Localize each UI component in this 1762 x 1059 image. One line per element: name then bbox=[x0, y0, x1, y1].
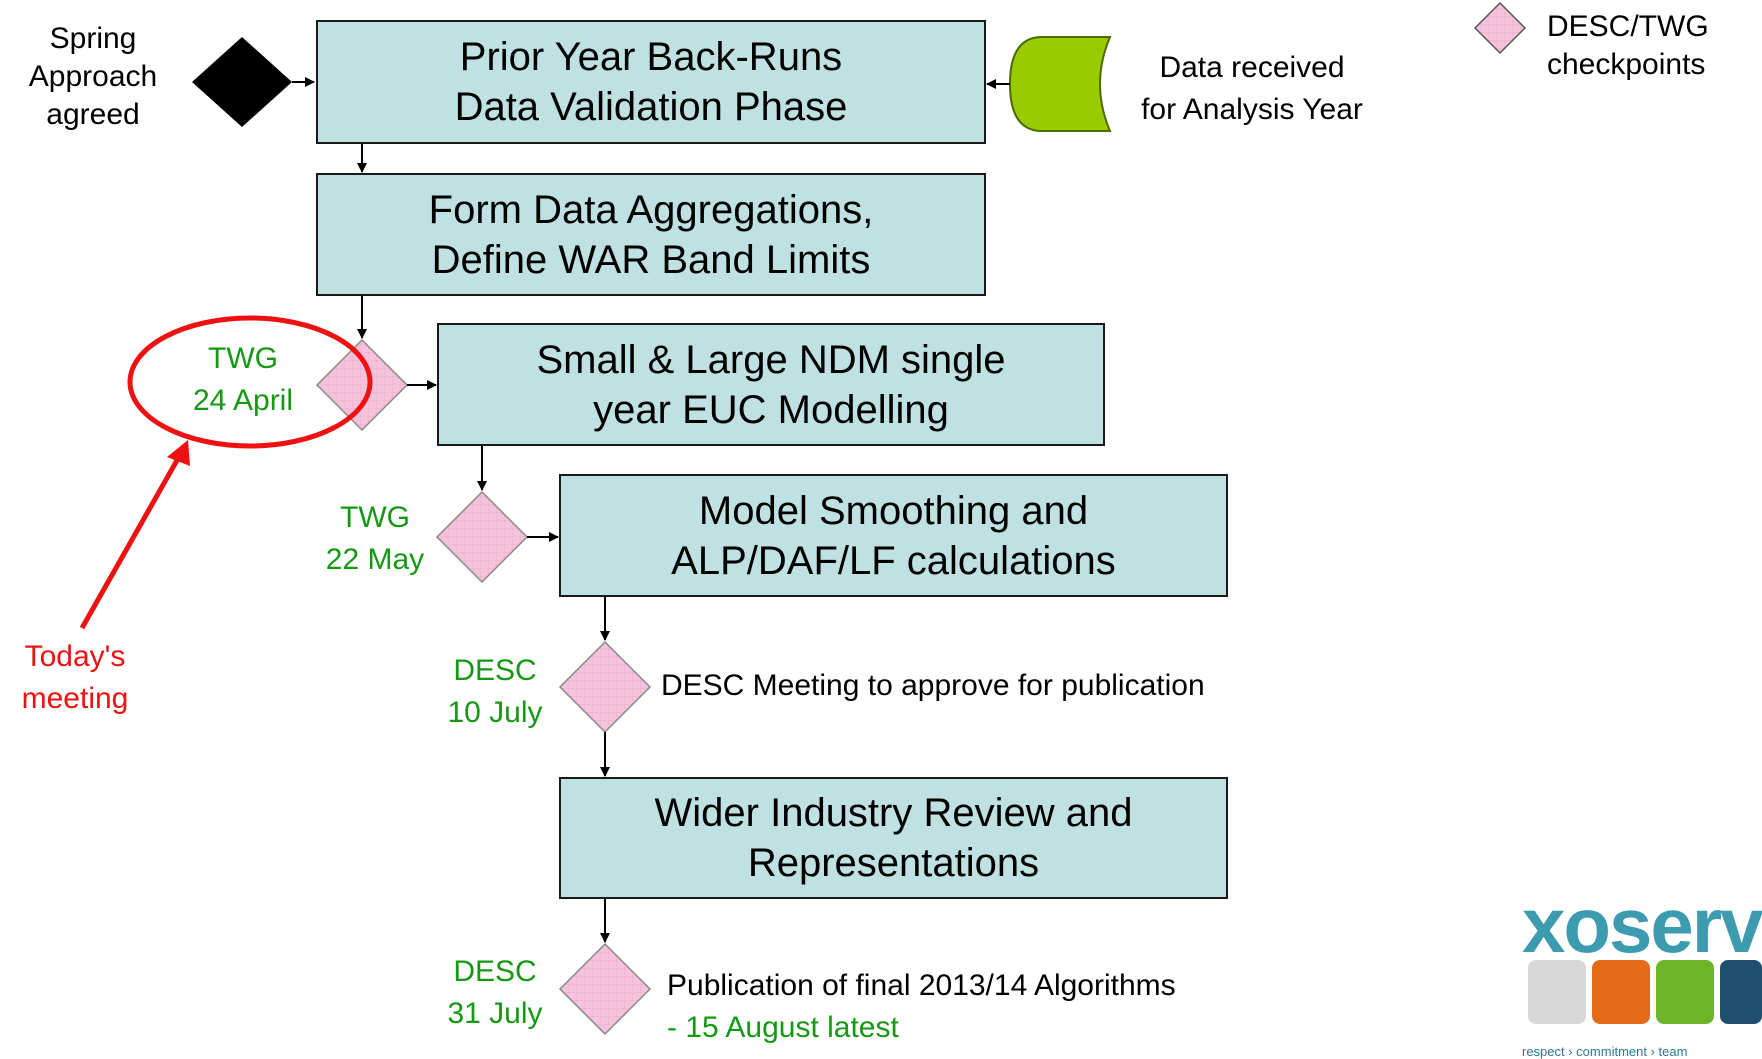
checkpoint-note-desc-10-july: DESC Meeting to approve for publication bbox=[661, 669, 1205, 702]
highlight-circle bbox=[127, 315, 373, 449]
checkpoint-desc-31-july-icon bbox=[558, 942, 652, 1036]
checkpoint-twg-22-may-icon bbox=[435, 490, 529, 584]
checkpoint-label-twg-22-may: TWG 22 May bbox=[325, 501, 425, 576]
process-label: Small & Large NDM single year EUC Modell… bbox=[536, 337, 1006, 432]
process-box-prior-year-back-runs: Prior Year Back-Runs Data Validation Pha… bbox=[316, 20, 986, 144]
todays-meeting-label: Today's meeting bbox=[21, 640, 129, 715]
legend-label: DESC/TWG checkpoints bbox=[1547, 10, 1709, 81]
meter-photo bbox=[1528, 960, 1586, 1024]
process-label: Form Data Aggregations, Define WAR Band … bbox=[428, 187, 874, 282]
checkpoint-desc-10-july-icon bbox=[558, 640, 652, 734]
gas-flame-photo bbox=[1592, 960, 1650, 1024]
process-label: Wider Industry Review and Representation… bbox=[654, 791, 1133, 885]
process-box-wider-industry-review: Wider Industry Review and Representation… bbox=[559, 777, 1228, 899]
process-box-ndm-euc-modelling: Small & Large NDM single year EUC Modell… bbox=[437, 323, 1105, 446]
checkpoint-label-twg-24-april: TWG 24 April bbox=[192, 342, 294, 417]
process-box-form-data-aggregations: Form Data Aggregations, Define WAR Band … bbox=[316, 173, 986, 296]
checkpoint-note-desc-31-july: Publication of final 2013/14 Algorithms bbox=[667, 969, 1176, 1002]
checkpoint-label-desc-31-july: DESC 31 July bbox=[447, 955, 543, 1030]
start-label: Spring Approach agreed bbox=[28, 22, 158, 131]
leaf-photo bbox=[1656, 960, 1714, 1024]
checkpoint-label-desc-10-july: DESC 10 July bbox=[447, 654, 543, 729]
process-label: Prior Year Back-Runs Data Validation Pha… bbox=[454, 35, 848, 129]
process-label: Model Smoothing and ALP/DAF/LF calculati… bbox=[671, 488, 1116, 583]
checkpoint-twg-24-april-icon bbox=[315, 338, 409, 432]
data-received-label: Data received for Analysis Year bbox=[1141, 51, 1363, 126]
checkpoint-subnote-desc-31-july: - 15 August latest bbox=[667, 1011, 899, 1044]
xoserve-logo: xoserve bbox=[1522, 881, 1762, 969]
brand-tagline: respect › commitment › team bbox=[1522, 1044, 1688, 1059]
network-photo bbox=[1720, 960, 1762, 1024]
checkpoint-diamond-icon bbox=[1473, 1, 1527, 55]
process-box-model-smoothing: Model Smoothing and ALP/DAF/LF calculati… bbox=[559, 474, 1228, 597]
highlight-arrow bbox=[79, 453, 183, 630]
start-diamond-icon bbox=[192, 37, 292, 127]
stored-data-icon bbox=[1008, 36, 1112, 132]
